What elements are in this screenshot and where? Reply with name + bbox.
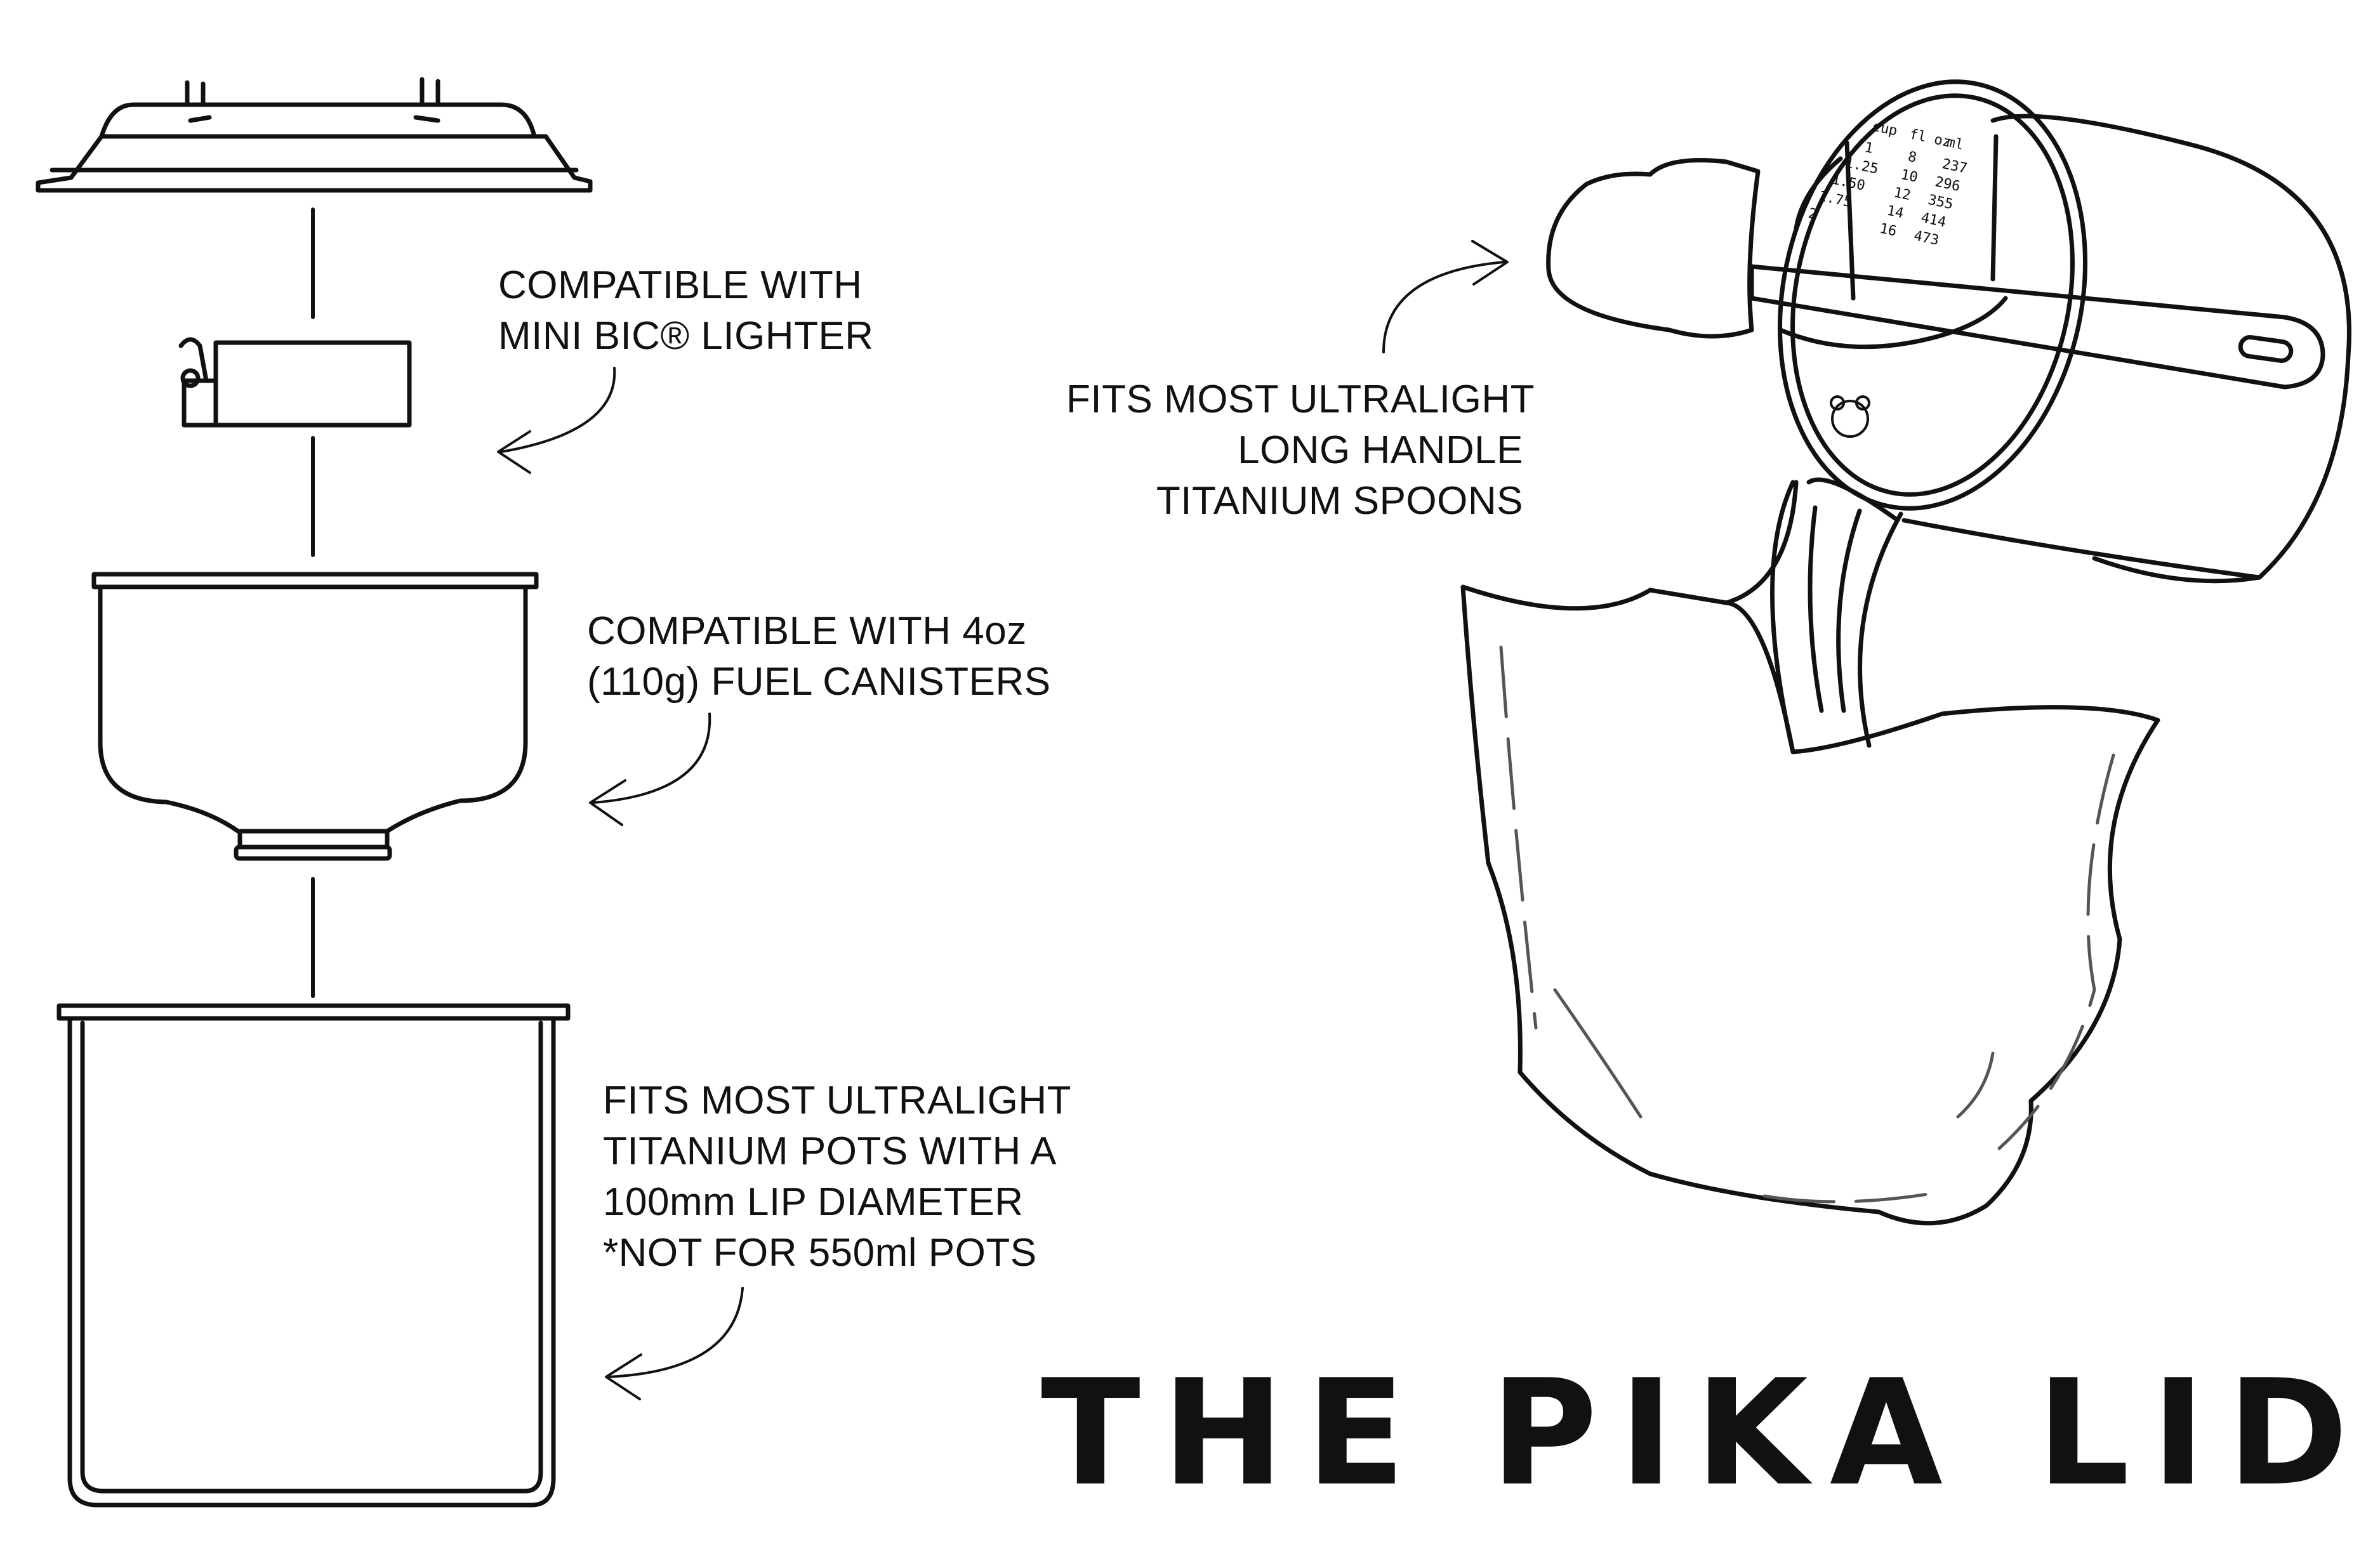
title-word-the: THE xyxy=(1041,1349,1427,1518)
spoon-callout: FITS MOST ULTRALIGHT LONG HANDLE TITANIU… xyxy=(1066,374,1535,527)
scale-cell: 296 xyxy=(1934,174,1962,195)
scale-cell: 2 xyxy=(1807,206,1818,223)
scale-cell: 14 xyxy=(1886,203,1905,222)
callout-line: MINI BIC® LIGHTER xyxy=(498,314,874,358)
scale-cell: 10 xyxy=(1900,167,1919,186)
callout-line: (110g) FUEL CANISTERS xyxy=(587,660,1051,704)
canister-callout: COMPATIBLE WITH 4oz (110g) FUEL CANISTER… xyxy=(587,606,1051,707)
callout-line: COMPATIBLE WITH 4oz xyxy=(587,609,1027,653)
title-word-pika-lid: PIKA LID xyxy=(1490,1349,2370,1518)
pot-callout: FITS MOST ULTRALIGHT TITANIUM POTS WITH … xyxy=(603,1075,1071,1279)
scale-header-ml: ml xyxy=(1945,135,1965,154)
pouch-seam-drawing xyxy=(1499,645,2115,1204)
callout-line: *NOT FOR 550ml POTS xyxy=(603,1231,1037,1275)
scale-cell: 1 xyxy=(1863,140,1874,157)
callout-line: LONG HANDLE xyxy=(1238,428,1523,472)
scale-header-cup: cup xyxy=(1871,119,1899,140)
lighter-callout: COMPATIBLE WITH MINI BIC® LIGHTER xyxy=(498,260,874,362)
curved-arrow-icon xyxy=(497,367,616,474)
scale-cell: 12 xyxy=(1893,185,1912,204)
scale-cell: 414 xyxy=(1919,210,1947,231)
lid-drawing xyxy=(36,77,593,193)
scale-cell: 237 xyxy=(1941,156,1969,177)
scale-cell: 355 xyxy=(1926,192,1954,213)
scale-cell: 473 xyxy=(1912,228,1940,249)
spoon-drawing xyxy=(1546,158,2325,390)
food-pouch-drawing xyxy=(1460,480,2160,1226)
curved-arrow-icon xyxy=(589,713,711,826)
scale-cell: 8 xyxy=(1907,149,1918,166)
curved-arrow-icon xyxy=(1382,240,1509,353)
titanium-pot-drawing xyxy=(56,1003,571,1508)
measuring-scale: cup fl oz ml 1 8 237 1.25 10 296 1.50 12… xyxy=(1807,119,1969,249)
fuel-canister-drawing xyxy=(91,572,539,861)
lighter-drawing xyxy=(178,337,412,428)
callout-line: COMPATIBLE WITH xyxy=(498,263,863,307)
callout-line: FITS MOST ULTRALIGHT xyxy=(1066,378,1535,421)
callout-line: FITS MOST ULTRALIGHT xyxy=(603,1079,1071,1122)
scale-cell: 16 xyxy=(1878,221,1898,240)
tilted-pot-drawing xyxy=(1901,114,2351,584)
scale-cell: 1.50 xyxy=(1830,171,1867,194)
callout-line: 100mm LIP DIAMETER xyxy=(603,1180,1024,1224)
callout-line: TITANIUM POTS WITH A xyxy=(603,1129,1057,1173)
lid-face-drawing xyxy=(1778,79,2087,511)
curved-arrow-icon xyxy=(605,1287,744,1400)
callout-line: TITANIUM SPOONS xyxy=(1156,479,1523,523)
pika-face-icon xyxy=(1830,395,1870,438)
pouch-fold-drawing xyxy=(1553,988,1995,1119)
